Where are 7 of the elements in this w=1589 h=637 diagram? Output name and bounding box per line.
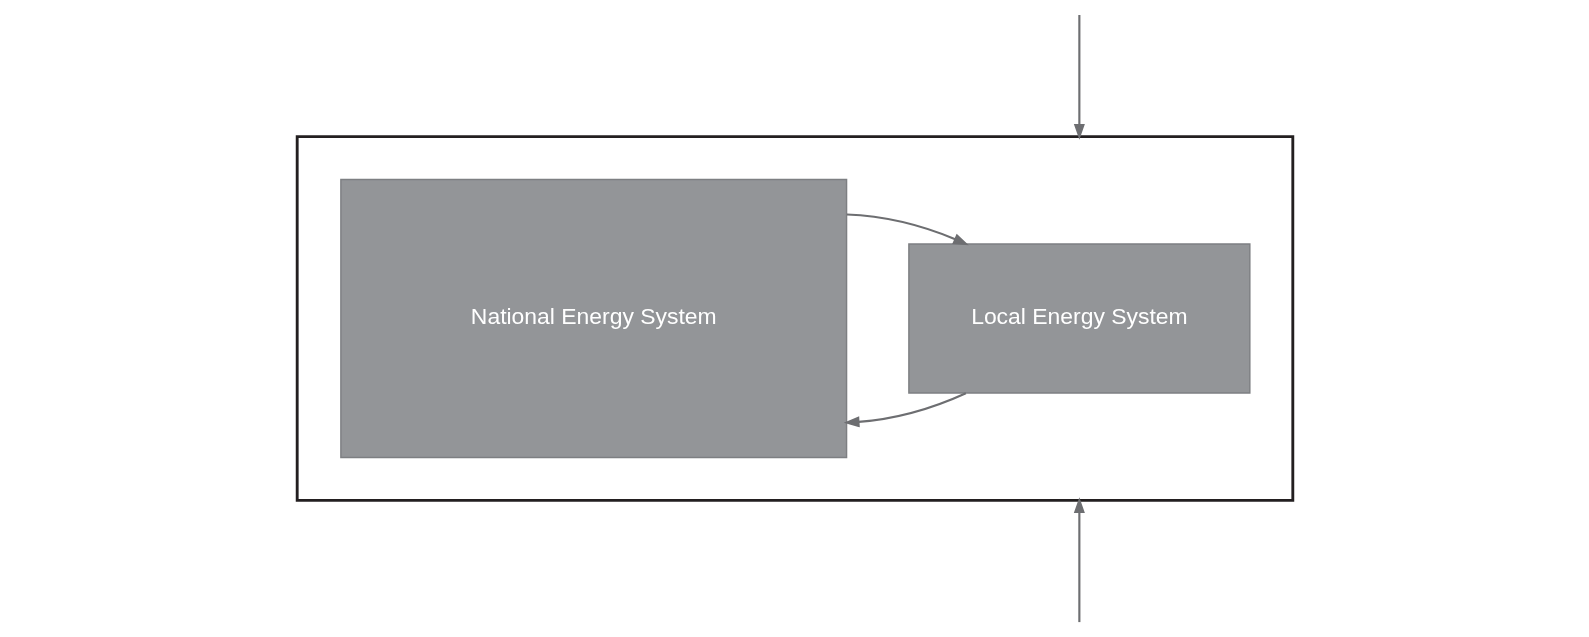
arrow xyxy=(1073,497,1085,623)
cluster xyxy=(295,135,1294,502)
arrow xyxy=(843,392,966,428)
node-box: National Energy System xyxy=(339,178,847,459)
node-box: Local Energy System xyxy=(907,243,1251,394)
arrow xyxy=(1073,15,1085,140)
arrow xyxy=(846,213,969,246)
